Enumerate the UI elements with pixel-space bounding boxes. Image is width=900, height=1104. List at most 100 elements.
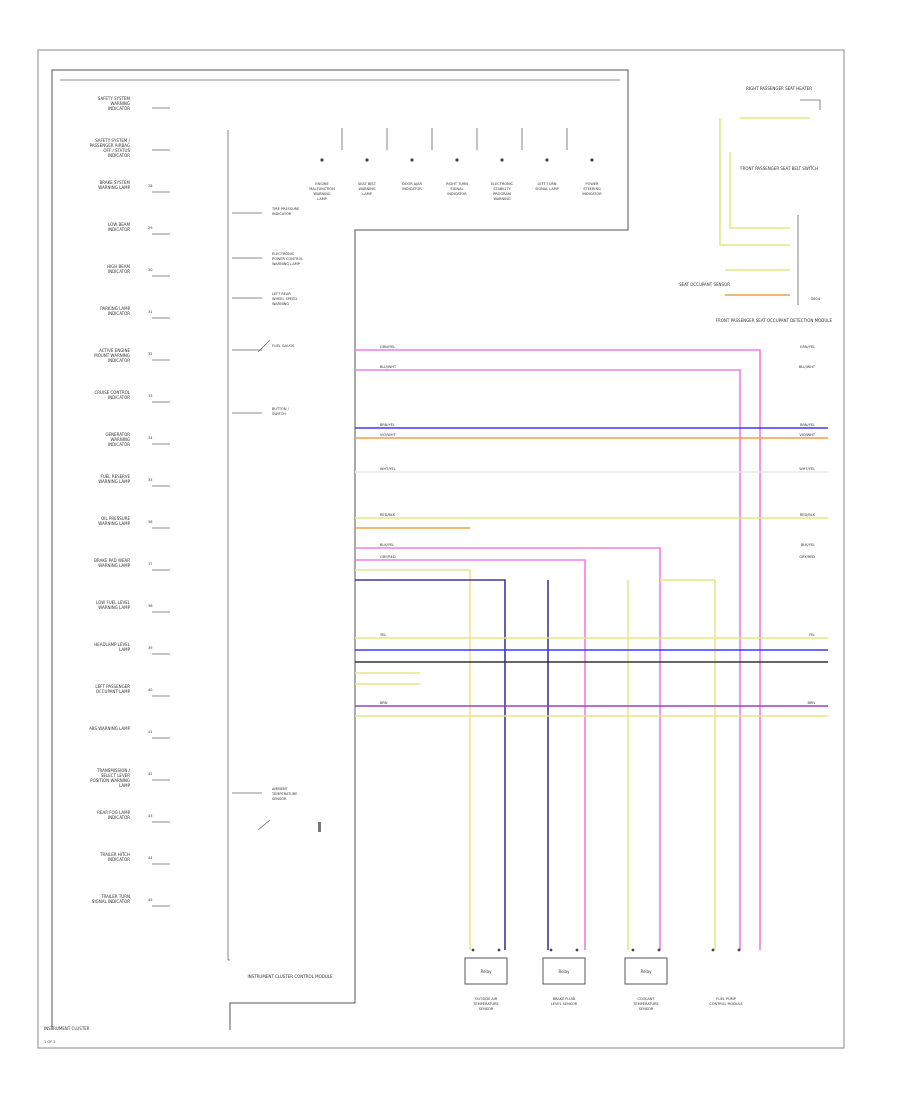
- wire-label-right: YEL: [809, 633, 815, 637]
- left-item-pin: 30: [148, 268, 152, 272]
- top-item-pin: [590, 158, 594, 162]
- wire-rt-yellow: [719, 118, 790, 246]
- wire-label: BRN: [380, 701, 388, 705]
- left-item-pin: 29: [148, 226, 152, 230]
- top-item-pin: [320, 158, 324, 162]
- wire-label: BRN/YEL: [380, 423, 395, 427]
- wire-pink-2: [355, 369, 741, 950]
- right-top-bottom: FRONT PASSENGER SEAT OCCUPANT DETECTION …: [716, 318, 833, 323]
- module-pin: [631, 948, 635, 952]
- left-item-pin: 40: [148, 688, 152, 692]
- left-item-label: ABS WARNING LAMP: [89, 726, 131, 731]
- left-item-pin: 42: [148, 772, 152, 776]
- top-item-pin: [365, 158, 369, 162]
- module-tag: Relay: [641, 969, 653, 974]
- wire-label: YEL: [380, 633, 386, 637]
- right-top-component: RIGHT PASSENGER SEAT HEATER FRONT PASSEN…: [679, 86, 832, 323]
- right-top-title: RIGHT PASSENGER SEAT HEATER: [746, 86, 812, 91]
- left-item-pin: 33: [148, 394, 152, 398]
- outer-frame: [37, 49, 845, 1049]
- module-pin: [497, 948, 501, 952]
- right-top-bracket: [800, 99, 821, 110]
- wire-label-right: RED/BLK: [800, 513, 816, 517]
- module-pin: [471, 948, 475, 952]
- sensor-marker: [318, 822, 321, 832]
- left-item-pin: 44: [148, 856, 153, 860]
- left-item-pin: 36: [148, 520, 152, 524]
- left-item-pin: 45: [148, 898, 152, 902]
- top-item-pin: [500, 158, 504, 162]
- cluster-outline: [51, 69, 629, 1030]
- left-item-pin: 38: [148, 604, 152, 608]
- wire-pink-3: [355, 547, 661, 950]
- wire-label-right: BLU/WHT: [799, 365, 816, 369]
- module-box: [624, 957, 668, 985]
- left-item-pin: 32: [148, 352, 152, 356]
- fuse-symbol: [257, 339, 271, 353]
- wire-label: GRY/RED: [380, 555, 396, 559]
- wire-label: GRN/YEL: [380, 345, 395, 349]
- module-pin: [711, 948, 715, 952]
- top-item-pin: [545, 158, 549, 162]
- wire-label: VIO/WHT: [380, 433, 396, 437]
- right-top-sub: FRONT PASSENGER SEAT BELT SWITCH: [740, 166, 818, 171]
- page-marker-text: 1 OF 2: [44, 1040, 55, 1044]
- wire-label-right: BRN/YEL: [800, 423, 815, 427]
- module-tag: Relay: [481, 969, 493, 974]
- wire-pink-4: [355, 559, 586, 950]
- wire-yellow-drop-3: [660, 579, 716, 950]
- wire-pink-1: [355, 349, 761, 950]
- top-item-pin: [455, 158, 459, 162]
- wire-yellow-drop: [355, 569, 471, 950]
- left-item-pin: 31: [148, 310, 152, 314]
- wire-label-right: GRY/RED: [799, 555, 815, 559]
- module-pin: [657, 948, 661, 952]
- left-item-pin: 34: [148, 436, 153, 440]
- wire-label: WHT/YEL: [380, 467, 396, 471]
- module-box: [542, 957, 586, 985]
- wire-label: BLU/WHT: [380, 365, 397, 369]
- wire-label: RED/BLK: [380, 513, 396, 517]
- sensor-symbol: [257, 819, 271, 831]
- wire-navy-drop: [355, 579, 506, 950]
- module-pin: [549, 948, 553, 952]
- left-item-pin: 35: [148, 478, 152, 482]
- top-item-pin: [410, 158, 414, 162]
- wire-label-right: BRN: [808, 701, 816, 705]
- left-item-pin: 43: [148, 814, 152, 818]
- wire-label-right: WHT/YEL: [799, 467, 815, 471]
